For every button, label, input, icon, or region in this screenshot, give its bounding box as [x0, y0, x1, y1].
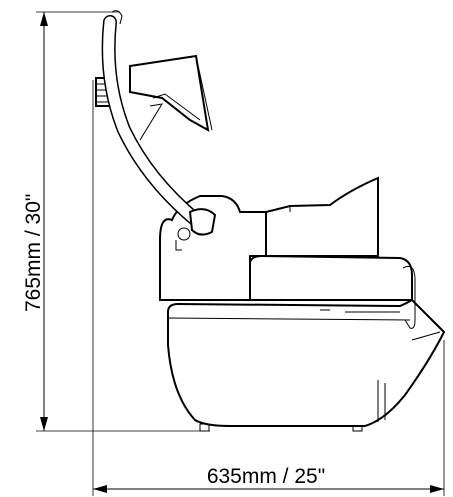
- front-lip: [411, 331, 441, 341]
- upper-mount-edge: [195, 55, 213, 131]
- machine-side-view: [95, 10, 446, 432]
- knob-lever: [175, 240, 182, 251]
- upper-strut: [139, 103, 163, 141]
- height-label: 765mm / 30": [22, 194, 45, 312]
- curved-arm-inner: [103, 16, 202, 226]
- base-rim: [167, 317, 411, 321]
- width-arrow-right: [430, 485, 444, 493]
- height-dimension: 765mm / 30": [22, 11, 210, 432]
- height-arrow-bottom: [40, 417, 48, 431]
- width-dimension: 635mm / 25": [92, 80, 445, 496]
- tray: [249, 254, 413, 301]
- arm-joint: [188, 208, 217, 236]
- width-label: 635mm / 25": [207, 465, 325, 488]
- arm-tip: [111, 10, 123, 25]
- width-arrow-left: [93, 485, 107, 493]
- base-hull: [167, 298, 446, 427]
- knob: [177, 227, 191, 241]
- front-handle: [402, 265, 416, 329]
- hopper: [265, 176, 379, 257]
- upper-bracket: [152, 93, 201, 121]
- height-arrow-top: [40, 12, 48, 26]
- upper-mount: [129, 54, 210, 132]
